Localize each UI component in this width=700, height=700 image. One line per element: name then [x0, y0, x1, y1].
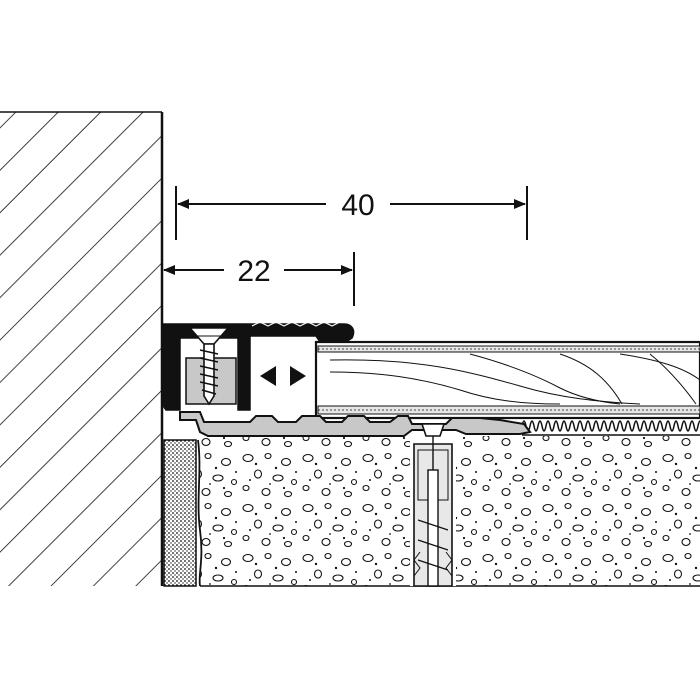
dimension-inner: 22: [163, 252, 355, 306]
wall: [0, 111, 164, 586]
floor-anchor: [410, 423, 456, 587]
expansion-gap-arrows: [260, 366, 306, 386]
dimension-outer-label: 40: [341, 189, 374, 222]
screw: [188, 327, 230, 406]
dimension-inner-label: 22: [237, 255, 270, 288]
dimension-outer: 40: [175, 186, 528, 240]
floor-panel: [314, 340, 700, 420]
underlay-foam: [521, 418, 700, 436]
edge-insulation-strip: [163, 439, 203, 587]
